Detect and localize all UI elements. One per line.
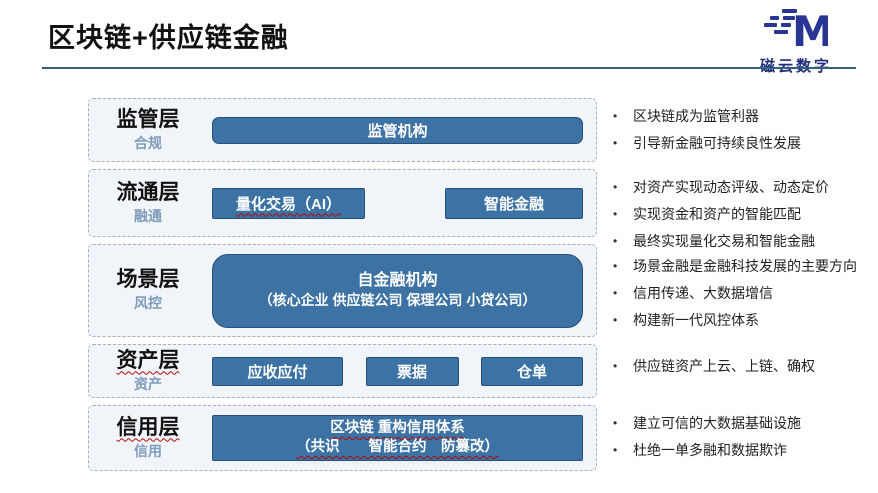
layer-label: 资产层 资产 (89, 349, 207, 394)
layer-shapes: 应收应付 票据 仓单 (207, 356, 596, 386)
bullet-dot-icon: • (613, 359, 618, 373)
layer-sublabel: 融通 (134, 207, 162, 224)
layer-box: 监管层 合规 监管机构 (88, 98, 597, 162)
bullet-group: •对资产实现动态评级、动态定价 •实现资金和资产的智能匹配 •最终实现量化交易和… (597, 169, 872, 249)
bullet-dot-icon: • (613, 443, 618, 457)
bullet-item: •供应链资产上云、上链、确权 (613, 353, 872, 380)
layer-label: 场景层 风控 (89, 268, 207, 313)
layer-sublabel: 资产 (134, 375, 162, 392)
bullet-dot-icon: • (613, 416, 618, 430)
bullet-item: •杜绝一单多融和数据欺诈 (613, 437, 872, 464)
shape-label: 应收应付 (247, 363, 308, 381)
svg-text:M: M (792, 7, 828, 50)
layer-name: 信用层 (116, 415, 180, 439)
bullet-item: •建立可信的大数据基础设施 (613, 410, 872, 437)
layer-shapes: 监管机构 (207, 116, 596, 144)
bullet-item: •构建新一代风控体系 (613, 307, 872, 334)
bullet-item: •场景金融是金融科技发展的主要方向 (613, 253, 872, 280)
shape-label: 量化交易（AI） (235, 195, 341, 213)
bullet-group: •场景金融是金融科技发展的主要方向 •信用传递、大数据增信 •构建新一代风控体系 (597, 244, 872, 337)
shape-sublabel: （核心企业 供应链公司 保理公司 小贷公司） (258, 292, 537, 308)
layer-band-regulation: 监管层 合规 监管机构 •区块链成为监管利器 •引导新金融可持续良性发展 (88, 98, 872, 162)
shape-sublabel: （共识 智能合约 防篡改） (296, 439, 499, 455)
bullet-item: •实现资金和资产的智能匹配 (613, 201, 872, 228)
layer-box: 流通层 融通 量化交易（AI） 智能金融 (88, 169, 597, 237)
bullet-item: •引导新金融可持续良性发展 (613, 130, 872, 157)
shape-regulator: 监管机构 (212, 116, 583, 144)
bullet-dot-icon: • (613, 234, 618, 248)
layer-band-scenario: 场景层 风控 自金融机构 （核心企业 供应链公司 保理公司 小贷公司） •场景金… (88, 244, 872, 337)
brand-logo: M 磁云数字 (740, 6, 852, 76)
bullet-item: •最终实现量化交易和智能金融 (613, 228, 872, 255)
layer-label: 信用层 信用 (89, 416, 207, 461)
layer-box: 信用层 信用 区块链 重构信用体系 （共识 智能合约 防篡改） (88, 405, 597, 471)
page-title: 区块链+供应链金融 (48, 23, 289, 53)
shape-label: 仓单 (516, 363, 547, 381)
layer-shapes: 区块链 重构信用体系 （共识 智能合约 防篡改） (207, 415, 596, 461)
shape-blockchain-credit: 区块链 重构信用体系 （共识 智能合约 防篡改） (212, 415, 583, 461)
layer-label: 流通层 融通 (89, 181, 207, 226)
layer-name: 监管层 (116, 107, 180, 131)
shape-receivable-payable: 应收应付 (212, 356, 343, 386)
layer-shapes: 自金融机构 （核心企业 供应链公司 保理公司 小贷公司） (207, 253, 596, 328)
shape-label: 票据 (396, 363, 427, 381)
logo-text: 磁云数字 (760, 55, 832, 76)
bullet-dot-icon: • (613, 136, 618, 150)
layer-band-circulation: 流通层 融通 量化交易（AI） 智能金融 •对资产实现动态评级、动态定价 •实现… (88, 169, 872, 249)
shape-label: 监管机构 (367, 122, 428, 140)
layer-name: 流通层 (116, 180, 180, 204)
bullet-dot-icon: • (613, 207, 618, 221)
bullet-item: •区块链成为监管利器 (613, 103, 872, 130)
bullet-item: •对资产实现动态评级、动态定价 (613, 174, 872, 201)
bullet-group: •建立可信的大数据基础设施 •杜绝一单多融和数据欺诈 (597, 405, 872, 471)
layer-name: 资产层 (116, 348, 180, 372)
layer-sublabel: 合规 (134, 134, 162, 151)
bullet-group: •区块链成为监管利器 •引导新金融可持续良性发展 (597, 98, 872, 162)
layer-band-credit: 信用层 信用 区块链 重构信用体系 （共识 智能合约 防篡改） •建立可信的大数… (88, 405, 872, 471)
shape-bills: 票据 (365, 356, 459, 386)
bullet-dot-icon: • (613, 313, 618, 327)
layer-diagram: 监管层 合规 监管机构 •区块链成为监管利器 •引导新金融可持续良性发展 (88, 98, 872, 471)
layer-sublabel: 风控 (134, 295, 162, 311)
bullet-group: •供应链资产上云、上链、确权 (597, 344, 872, 398)
bullet-dot-icon: • (613, 259, 618, 273)
shape-label: 自金融机构 (357, 272, 438, 289)
shape-warehouse-receipt: 仓单 (481, 356, 583, 386)
layer-box: 资产层 资产 应收应付 票据 仓单 (88, 344, 597, 398)
shape-label: 智能金融 (483, 195, 544, 213)
bullet-dot-icon: • (613, 286, 618, 300)
title-divider (42, 67, 856, 69)
bullet-item: •信用传递、大数据增信 (613, 280, 872, 307)
shape-self-finance: 自金融机构 （核心企业 供应链公司 保理公司 小贷公司） (212, 253, 583, 328)
bullet-dot-icon: • (613, 109, 618, 123)
shape-quant-trading: 量化交易（AI） (212, 187, 365, 219)
shape-smart-finance: 智能金融 (445, 187, 583, 219)
bullet-dot-icon: • (613, 180, 618, 194)
layer-label: 监管层 合规 (89, 108, 207, 153)
layer-band-asset: 资产层 资产 应收应付 票据 仓单 •供应链资产上云、上 (88, 344, 872, 398)
layer-box: 场景层 风控 自金融机构 （核心企业 供应链公司 保理公司 小贷公司） (88, 244, 597, 337)
logo-m-speed-icon: M (764, 6, 834, 56)
layer-name: 场景层 (116, 268, 180, 291)
shape-label: 区块链 重构信用体系 (330, 420, 465, 436)
layer-shapes: 量化交易（AI） 智能金融 (207, 187, 596, 219)
layer-sublabel: 信用 (134, 442, 162, 459)
